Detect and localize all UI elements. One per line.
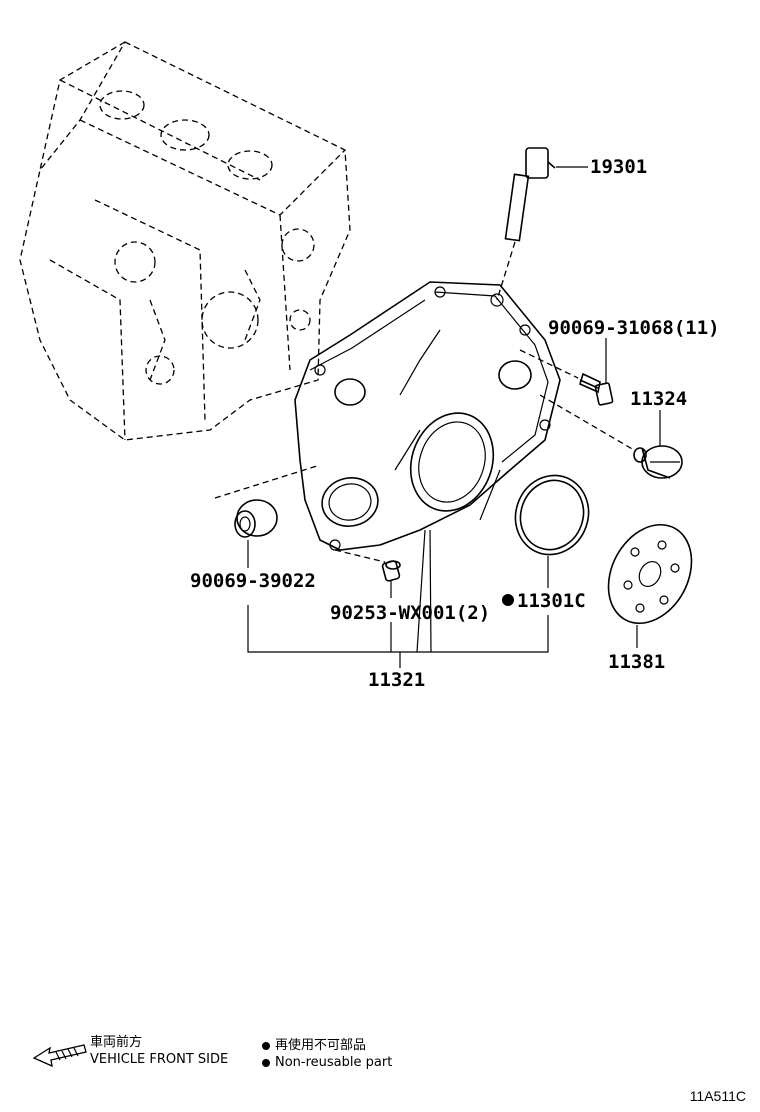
bolt-90069-31068	[579, 372, 614, 406]
dash-19301	[496, 241, 516, 301]
seal-90069-39022	[234, 499, 278, 538]
label-11321: 11321	[368, 669, 425, 691]
bullet-icon	[262, 1041, 270, 1050]
leader-cover-b	[429, 529, 432, 653]
dash-seal	[214, 464, 321, 499]
front-legend: 車両前方 VEHICLE FRONT SIDE	[90, 1034, 228, 1068]
dash-11324	[539, 394, 635, 451]
bullet-icon	[262, 1058, 270, 1067]
label-11381: 11381	[608, 651, 665, 673]
nonreuse-legend: 再使用不可部品 Non-reusable part	[262, 1037, 392, 1071]
sensor-19301	[504, 147, 556, 242]
plug-11324	[633, 445, 683, 479]
nonreuse-label-en: Non-reusable part	[275, 1055, 393, 1070]
label-90253: 90253-WX001(2)	[330, 602, 490, 624]
label-11301C: 11301C	[517, 590, 586, 612]
front-arrow-icon	[32, 1044, 87, 1068]
timing-cover	[294, 281, 561, 551]
label-11324: 11324	[630, 388, 687, 410]
front-label-en: VEHICLE FRONT SIDE	[90, 1052, 229, 1067]
nonreuse-label-jp: 再使用不可部品	[275, 1038, 367, 1053]
label-90069-39022: 90069-39022	[190, 570, 316, 592]
engine-block	[19, 41, 351, 441]
nonreuse-row-jp: 再使用不可部品	[262, 1037, 392, 1054]
label-19301: 19301	[590, 156, 647, 178]
oring-11301C	[514, 474, 590, 556]
plate-11381	[607, 523, 693, 625]
dash-bolt	[519, 349, 579, 379]
nonreuse-row-en: Non-reusable part	[262, 1054, 392, 1071]
bracket-11321	[247, 605, 549, 653]
front-label-jp: 車両前方	[90, 1035, 143, 1050]
label-90069-31068: 90069-31068(11)	[548, 317, 720, 339]
nonreuse-dot-icon	[502, 594, 514, 606]
leader-cover-a	[416, 529, 426, 653]
dash-pin	[334, 549, 386, 563]
pin-90253	[381, 560, 401, 582]
diagram-code: 11A511C	[689, 1088, 746, 1104]
